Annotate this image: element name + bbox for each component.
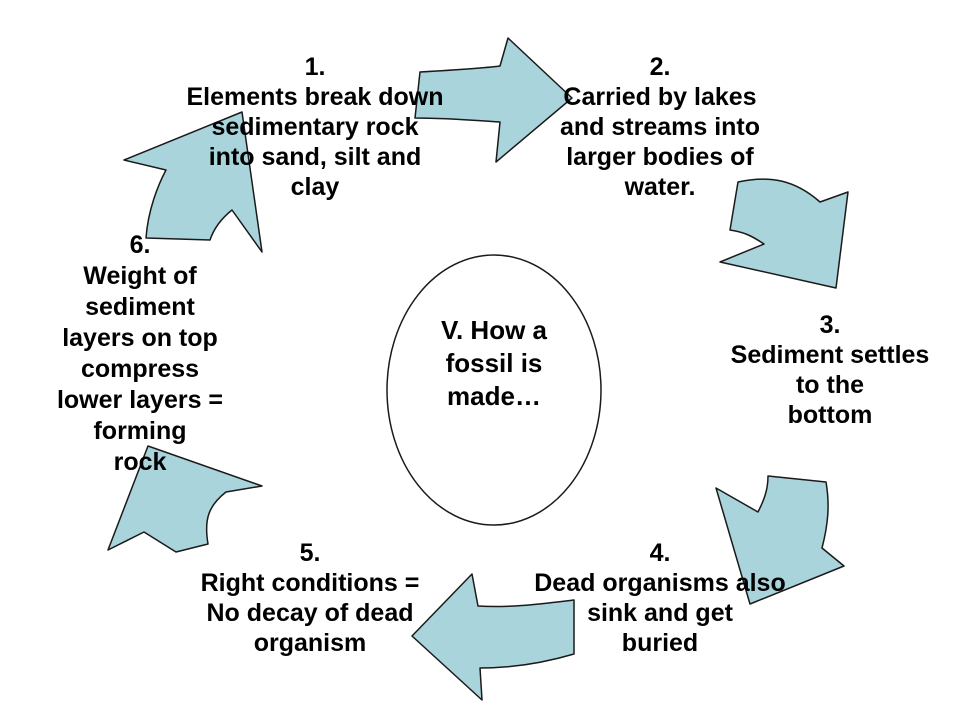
- step-4-label: 4. Dead organisms also sink and get buri…: [500, 538, 820, 658]
- step-text-line: forming: [93, 417, 187, 445]
- step-text-line: and streams into: [559, 113, 761, 141]
- step-text-line: layers on top: [62, 324, 218, 352]
- arrow-step3-to-step4: [715, 475, 845, 605]
- step-text-line: clay: [290, 173, 340, 201]
- step-text-line: lower layers =: [56, 386, 224, 414]
- arrow-step5-to-step6: [107, 445, 263, 553]
- step-text-line: Dead organisms also: [534, 569, 786, 597]
- step-text-line: No decay of dead: [206, 599, 414, 627]
- step-text-line: Sediment settles: [730, 341, 930, 369]
- step-text-line: Weight of: [83, 262, 197, 290]
- center-title-line: made…: [447, 381, 541, 411]
- arrow-step4-to-step5: [411, 573, 575, 701]
- center-title: V. How a fossil is made…: [404, 314, 584, 413]
- step-1-label: 1. Elements break down sedimentary rock …: [150, 52, 480, 202]
- arrow-step1-to-step2: [414, 37, 573, 163]
- step-text-line: rock: [113, 448, 167, 476]
- step-text-line: Carried by lakes: [563, 83, 757, 111]
- step-number: 6.: [129, 231, 151, 259]
- center-title-line: fossil is: [445, 348, 543, 378]
- step-number: 2.: [649, 53, 671, 81]
- step-number: 1.: [304, 53, 326, 81]
- step-text-line: sediment: [85, 293, 195, 321]
- step-number: 3.: [819, 311, 841, 339]
- step-text-line: into sand, silt and: [208, 143, 422, 171]
- arrow-step6-to-step1: [123, 111, 263, 253]
- step-text-line: Elements break down: [186, 83, 444, 111]
- step-text-line: organism: [253, 629, 367, 657]
- step-number: 4.: [649, 539, 671, 567]
- center-title-line: V. How a: [441, 315, 547, 345]
- step-5-label: 5. Right conditions = No decay of dead o…: [160, 538, 460, 658]
- step-text-line: to the: [795, 371, 865, 399]
- center-circle: [386, 254, 602, 526]
- step-text-line: larger bodies of: [566, 143, 754, 171]
- step-text-line: sedimentary rock: [211, 113, 419, 141]
- step-3-label: 3. Sediment settles to the bottom: [700, 310, 960, 430]
- step-text-line: compress: [80, 355, 200, 383]
- arrow-step2-to-step3: [719, 178, 849, 289]
- step-text-line: water.: [624, 173, 696, 201]
- step-text-line: sink and get: [587, 599, 733, 627]
- step-text-line: Right conditions =: [200, 569, 420, 597]
- step-text-line: buried: [621, 629, 699, 657]
- step-text-line: bottom: [787, 401, 873, 429]
- step-6-label: 6. Weight of sediment layers on top comp…: [30, 230, 250, 478]
- step-number: 5.: [299, 539, 321, 567]
- step-2-label: 2. Carried by lakes and streams into lar…: [520, 52, 800, 202]
